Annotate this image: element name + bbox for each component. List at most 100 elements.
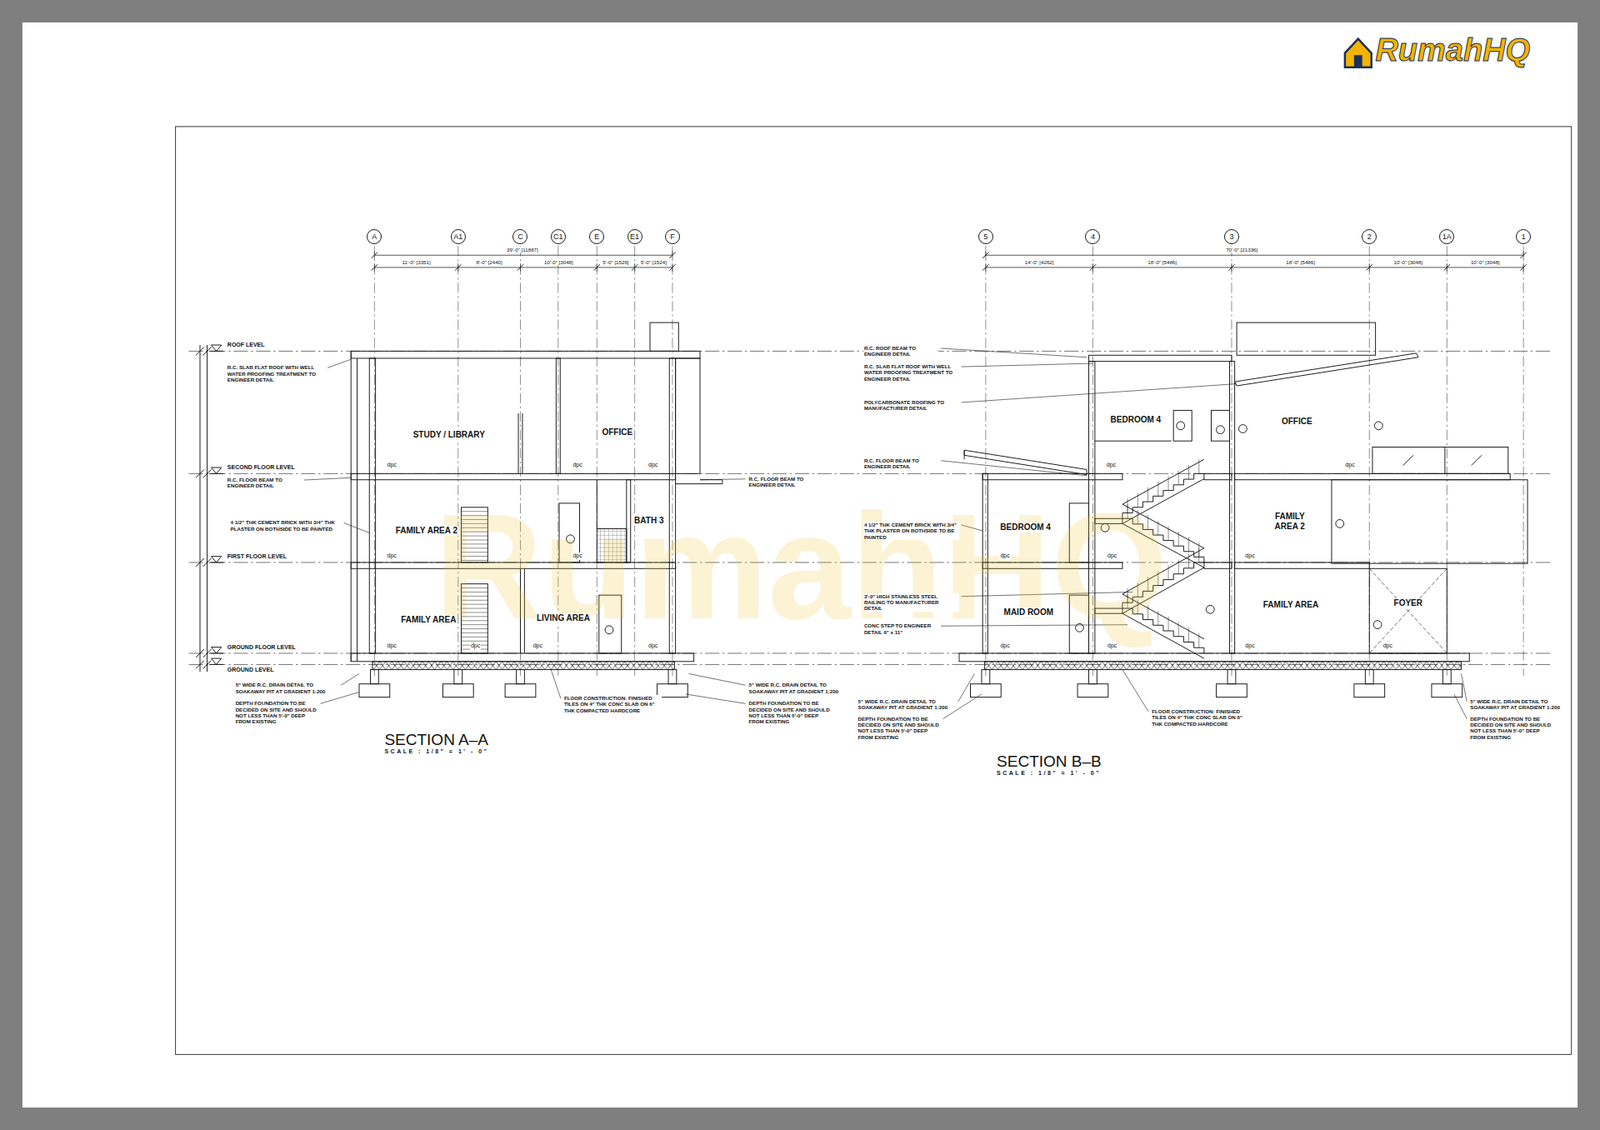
room-name: FAMILY AREA 2 — [395, 525, 459, 536]
annotation-note: R.C. ROOF BEAM TO ENGINEER DETAIL — [863, 345, 939, 358]
dpc-label: dpc — [1106, 552, 1118, 560]
dimension-extension — [1446, 263, 1448, 272]
dpc-label: dpc — [999, 552, 1010, 560]
room-name: BATH 3 — [633, 515, 665, 526]
annotation-note: R.C. SLAB FLAT ROOF WITH WELL WATER PROO… — [226, 364, 325, 383]
leader-lines — [304, 348, 1467, 720]
hardcore-hatch — [985, 661, 1462, 670]
dimension-line — [985, 266, 1524, 268]
footing-neck — [981, 670, 990, 685]
footing-neck — [516, 670, 525, 685]
dpc-label: dpc — [1105, 461, 1117, 469]
footing-neck — [1365, 670, 1374, 685]
scale-text: SCALE : 1/8" = 1' - 0" — [383, 748, 490, 755]
floor-slab — [1235, 473, 1511, 480]
room-name: OFFICE — [600, 427, 634, 438]
door-tag — [1216, 425, 1225, 435]
dimension-tick — [195, 558, 205, 567]
grid-label: F — [670, 233, 675, 241]
dimension-extension — [1230, 263, 1232, 272]
annotation-note: 5" WIDE R.C. DRAIN DETAIL TO SOAKAWAY PI… — [748, 681, 852, 695]
footing-pad — [359, 684, 390, 698]
dimension-text: 18'-0" [5486] — [1146, 259, 1178, 265]
canopy-edge — [964, 450, 965, 460]
door — [1173, 410, 1192, 441]
footing-neck — [1442, 670, 1451, 685]
annotation-note: 5" WIDE R.C. DRAIN DETAIL TO SOAKAWAY PI… — [235, 681, 339, 695]
dimension-extension — [374, 250, 375, 260]
leader-line — [689, 673, 746, 685]
dimension-tick — [203, 469, 212, 478]
leader-line — [940, 460, 1087, 476]
leader-line — [1122, 670, 1149, 713]
dimension-line — [374, 266, 673, 268]
level-marker — [210, 345, 221, 351]
section-title: SECTION A–A — [383, 730, 490, 750]
void-cross — [1369, 568, 1447, 654]
leader-line — [304, 477, 351, 480]
dimension-extension — [1092, 263, 1094, 272]
grid-label: A1 — [453, 233, 463, 241]
grid-bubble: 5 — [978, 229, 994, 245]
partition-wall — [521, 413, 523, 474]
grid-line — [374, 245, 375, 676]
dpc-label: dpc — [1344, 461, 1355, 469]
void-cross — [1369, 568, 1447, 654]
grid-label: 1A — [1442, 233, 1452, 241]
grid-bubble: A1 — [450, 229, 466, 245]
section-title: SECTION B–B — [995, 752, 1103, 771]
annotation-note: FLOOR CONSTRUCTION: FINISHED TILES ON 4"… — [563, 695, 662, 714]
leader-line — [340, 673, 360, 685]
paper — [22, 22, 1578, 1108]
floor-slab — [1204, 562, 1232, 569]
ground-slab — [350, 653, 694, 662]
floor-slab — [350, 473, 675, 480]
glass-mark — [1403, 455, 1414, 465]
footing-neck — [454, 670, 463, 685]
vertical-dimension-line — [206, 345, 208, 672]
room-name: OFFICE — [1280, 416, 1314, 427]
dpc-label: dpc — [571, 552, 583, 560]
footing-neck — [1227, 670, 1236, 685]
grid-line — [1230, 245, 1232, 676]
level-label: GROUND FLOOR LEVEL — [226, 644, 297, 651]
cantilever-box — [1331, 480, 1528, 564]
dimension-tick — [195, 660, 205, 670]
scale-text: SCALE : 1/8" = 1' - 0" — [995, 770, 1102, 777]
stair-baluster — [1178, 531, 1180, 546]
leader-line — [961, 363, 1094, 367]
dpc-label: dpc — [1106, 642, 1118, 650]
room-name: FAMILY AREA — [1262, 600, 1320, 610]
dimension-extension — [671, 263, 673, 272]
grid-bubble: F — [665, 229, 680, 245]
water-tank — [650, 322, 679, 351]
glass-railing-post — [1444, 447, 1445, 475]
door — [1210, 410, 1230, 441]
partition-wall — [555, 358, 560, 474]
dpc-label: dpc — [571, 461, 583, 469]
leader-line — [685, 694, 746, 704]
level-marker-base — [209, 473, 224, 475]
dimension-extension — [596, 263, 598, 272]
dpc-label: dpc — [1244, 552, 1255, 560]
door-tag — [1205, 605, 1215, 614]
footing-pad — [970, 684, 1001, 698]
logo-house-icon — [1345, 39, 1372, 68]
stair-baluster — [1188, 465, 1190, 480]
grid-label: 3 — [1229, 233, 1234, 241]
leader-line — [327, 359, 351, 368]
dimension-text: 5'-0" [1524] — [640, 259, 668, 265]
stair-baluster — [1188, 554, 1190, 569]
level-label: GROUND LEVEL — [226, 666, 275, 674]
level-marker — [210, 647, 221, 654]
footing-pad — [1077, 684, 1109, 698]
annotation-note: CONC STEP TO ENGINEER DETAIL 6" x 11" — [863, 622, 939, 635]
level-marker-base — [209, 664, 224, 665]
stair-baluster — [1188, 537, 1190, 552]
floor-slab — [982, 473, 1123, 480]
level-label: FIRST FLOOR LEVEL — [226, 553, 288, 560]
dimension-tick — [195, 346, 205, 355]
wall — [369, 358, 375, 654]
